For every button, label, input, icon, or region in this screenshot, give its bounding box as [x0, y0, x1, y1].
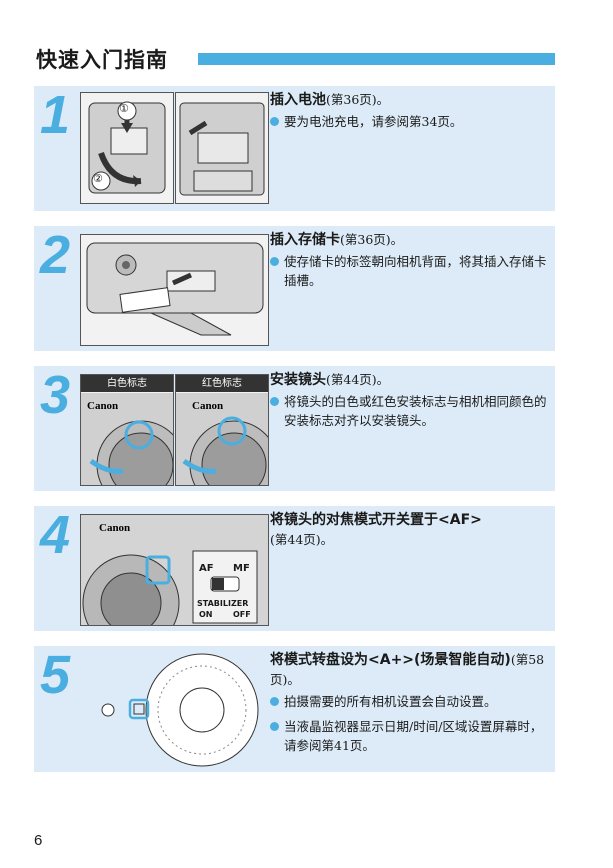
- lens-red-mark-image: Canon 红色标志: [175, 374, 269, 486]
- battery-door-illustration: [88, 101, 166, 194]
- bullet-text: 使存储卡的标签朝向相机背面，将其插入存储卡插槽。: [284, 254, 547, 288]
- bullet-item: 使存储卡的标签朝向相机背面，将其插入存储卡插槽。: [270, 252, 547, 290]
- step-5: 5 将模式转盘设为<A+>(场景智能自动)(第58页)。 拍摄需要的所有相机设置…: [34, 646, 555, 772]
- lens-white-mark-image: Canon 白色标志: [80, 374, 174, 486]
- step-1: 1 ① ② 插入电池(第36页)。 要为电池充电，请参阅第34页。: [34, 86, 555, 211]
- af-label: AF: [199, 563, 214, 574]
- page-ref[interactable]: (第58页)。: [270, 652, 545, 687]
- step-number: 2: [40, 225, 71, 285]
- card-insert-image: [80, 234, 269, 346]
- bullet-text: 拍摄需要的所有相机设置会自动设置。: [284, 694, 497, 709]
- step-3-text: 安装镜头(第44页)。 将镜头的白色或红色安装标志与相机相同颜色的安装标志对齐以…: [270, 370, 547, 430]
- battery-insert-image: [175, 92, 269, 204]
- step-heading: 安装镜头: [270, 372, 326, 388]
- battery-door-image: ① ②: [80, 92, 174, 204]
- lens-white-illustration: Canon: [81, 393, 173, 485]
- svg-text:Canon: Canon: [99, 522, 130, 534]
- bullet-dot: [270, 257, 279, 266]
- step-5-text: 将模式转盘设为<A+>(场景智能自动)(第58页)。 拍摄需要的所有相机设置会自…: [270, 650, 547, 755]
- bullet-item: 拍摄需要的所有相机设置会自动设置。: [270, 692, 547, 711]
- step-3: 3 Canon 白色标志 Canon 红色标志 安装镜头(第44页)。 将镜头的…: [34, 366, 555, 491]
- bullet-item: 要为电池充电，请参阅第34页。: [270, 112, 547, 131]
- bullet-dot: [270, 397, 279, 406]
- bullet-text: 要为电池充电，请参阅第34页。: [284, 114, 463, 129]
- step-number: 4: [40, 505, 71, 565]
- stabilizer-label: STABILIZER: [197, 599, 249, 608]
- focus-switch-illustration: Canon: [81, 515, 268, 625]
- page-title: 快速入门指南: [36, 48, 168, 72]
- mf-label: MF: [233, 563, 250, 574]
- step-heading: 将模式转盘设为<A+>(场景智能自动): [270, 652, 511, 668]
- bullet-text: 将镜头的白色或红色安装标志与相机相同颜色的安装标志对齐以安装镜头。: [284, 394, 547, 428]
- title-bar: [198, 53, 555, 65]
- callout-1: ①: [119, 102, 129, 115]
- step-4-text: 将镜头的对焦模式开关置于<AF> (第44页)。: [270, 510, 547, 550]
- page-ref[interactable]: (第44页)。: [326, 372, 390, 387]
- battery-insert-illustration: [179, 102, 265, 196]
- page-ref[interactable]: (第36页)。: [326, 92, 390, 107]
- red-mark-label: 红色标志: [176, 375, 268, 392]
- white-mark-label: 白色标志: [81, 375, 173, 392]
- mode-dial-image: [94, 650, 264, 770]
- card-insert-illustration: [86, 242, 264, 336]
- bullet-item: 将镜头的白色或红色安装标志与相机相同颜色的安装标志对齐以安装镜头。: [270, 392, 547, 430]
- step-number: 1: [40, 85, 71, 145]
- lens-red-illustration: Canon: [176, 393, 268, 485]
- page-ref[interactable]: (第44页)。: [270, 532, 334, 547]
- step-2: 2 插入存储卡(第36页)。 使存储卡的标签朝向相机背面，将其插入存储卡插槽。: [34, 226, 555, 351]
- step-1-text: 插入电池(第36页)。 要为电池充电，请参阅第34页。: [270, 90, 547, 131]
- page-ref[interactable]: (第36页)。: [340, 232, 404, 247]
- step-2-text: 插入存储卡(第36页)。 使存储卡的标签朝向相机背面，将其插入存储卡插槽。: [270, 230, 547, 290]
- bullet-dot: [270, 117, 279, 126]
- step-number: 5: [40, 645, 71, 705]
- on-label: ON: [199, 610, 213, 619]
- mode-dial-illustration: [101, 653, 259, 767]
- bullet-text: 当液晶监视器显示日期/时间/区域设置屏幕时，请参阅第41页。: [284, 719, 543, 753]
- callout-2: ②: [93, 172, 103, 185]
- focus-switch-image: Canon AF MF STABILIZER ON OFF: [80, 514, 269, 626]
- bullet-dot: [270, 722, 279, 731]
- step-heading: 插入存储卡: [270, 232, 340, 248]
- bullet-item: 当液晶监视器显示日期/时间/区域设置屏幕时，请参阅第41页。: [270, 717, 547, 755]
- off-label: OFF: [233, 610, 251, 619]
- page-number: 6: [34, 832, 43, 849]
- step-4: 4 Canon AF MF STABILIZER ON OFF 将镜头的对焦模式…: [34, 506, 555, 631]
- bullet-dot: [270, 697, 279, 706]
- step-heading: 插入电池: [270, 92, 326, 108]
- step-number: 3: [40, 365, 71, 425]
- step-heading: 将镜头的对焦模式开关置于<AF>: [270, 512, 482, 528]
- svg-text:Canon: Canon: [192, 400, 223, 412]
- svg-text:Canon: Canon: [87, 400, 118, 412]
